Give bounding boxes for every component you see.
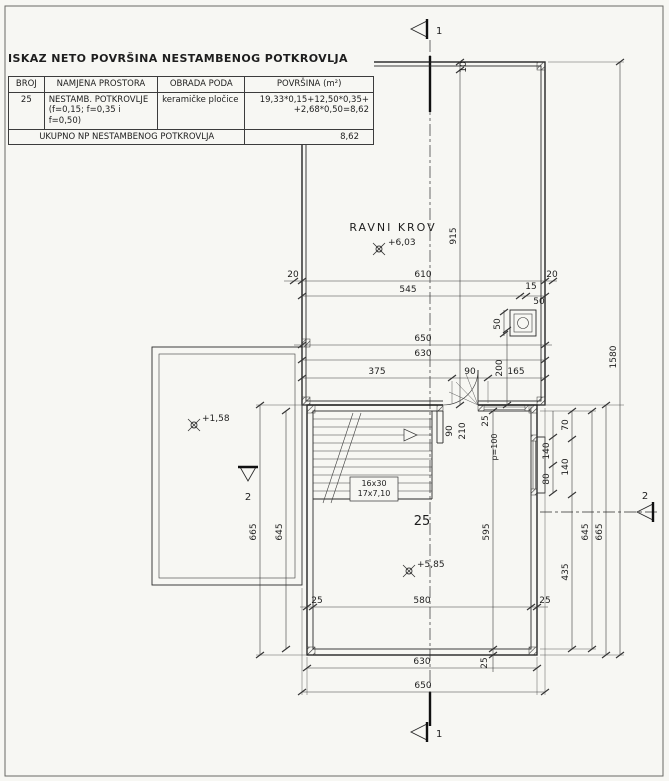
total-value: 8,62: [244, 128, 374, 146]
dim-10: 10: [459, 61, 469, 73]
terrace-outline: [151, 346, 303, 586]
dim-row-650-bottom: 650: [297, 408, 550, 696]
dim-70: 70: [561, 419, 571, 431]
dim-chimney-50: 50: [493, 308, 509, 338]
benchmark-icon: [402, 564, 416, 578]
total-label: UKUPNO NP NESTAMBENOG POTKROVLJA: [7, 128, 246, 146]
dim-595: 595 25: [480, 407, 498, 672]
dim-435: 435: [561, 563, 571, 580]
table-title: ISKAZ NETO POVRŠINA NESTAMBENOG POTKROVL…: [8, 52, 348, 65]
room-walls: [306, 398, 546, 656]
cell-namjena: NESTAMB. POTKROVLJE (f=0,15; f=0,35 i f=…: [43, 91, 159, 130]
roof-name-label: RAVNI KROV: [349, 221, 436, 234]
cell-obrada: keramičke pločice: [157, 91, 246, 130]
namjena-line-1: NESTAMB. POTKROVLJE: [48, 94, 149, 105]
dim-50: 50: [533, 297, 545, 307]
dim-25-wall-bottom: 25: [480, 657, 490, 668]
level-markers: +6,03 +1,58 +5,85: [187, 238, 445, 578]
staircase: 16x30 17x7,10: [313, 411, 433, 504]
parapet-label: p=100: [490, 433, 499, 460]
dim-650-bottom: 650: [414, 681, 431, 691]
area-table-block: ISKAZ NETO POVRŠINA NESTAMBENOG POTKROVL…: [7, 52, 374, 146]
room-number-label: 25: [414, 514, 431, 529]
dim-210-door: 210: [458, 422, 468, 439]
stair-direction-arrow-icon: [403, 428, 418, 442]
dim-645-left: 645: [275, 523, 285, 540]
door-swing: [442, 369, 479, 406]
namjena-line-2: (f=0,15; f=0,35 i f=0,50): [48, 105, 121, 126]
dim-left-665-645: 665 645: [249, 401, 307, 659]
dim-545: 545: [399, 285, 416, 295]
cell-povrsina: 19,33*0,15+12,50*0,35+ +2,68*0,50=8,62: [244, 91, 374, 130]
dim-row-630-bottom: 630: [302, 657, 542, 695]
dim-row-375-90-165: 375 90 165: [297, 367, 550, 403]
dim-200: 200: [495, 326, 512, 409]
chimney: [509, 309, 537, 337]
dim-610: 610: [414, 270, 431, 280]
dim-row-610: 20 610 20: [284, 270, 558, 285]
dim-630-bottom: 630: [413, 657, 430, 667]
dim-right-chains: 140 80 70 140 435 645 665 1580: [540, 58, 625, 659]
table-row: 25 NESTAMB. POTKROVLJE (f=0,15; f=0,35 i…: [8, 91, 374, 130]
dim-20-left: 20: [287, 270, 299, 280]
benchmark-icon: [187, 418, 201, 432]
dim-row-25-580-25: 25 580 25: [300, 596, 551, 611]
dim-630: 630: [414, 349, 431, 359]
dim-10-915: 10 915: [449, 58, 469, 409]
section-marker-1-bottom: 1: [409, 722, 442, 742]
table-header-row: BROJ NAMJENA PROSTORA OBRADA PODA POVRŠI…: [8, 76, 374, 93]
dim-580: 580: [413, 596, 430, 606]
dim-20-right: 20: [546, 270, 558, 280]
col-header-obrada: OBRADA PODA: [157, 76, 246, 93]
dim-645-right: 645: [581, 523, 591, 540]
dim-90-door: 90: [445, 425, 455, 437]
dim-665-left: 665: [249, 523, 259, 540]
cell-broj: 25: [8, 91, 45, 130]
section-1-label: 1: [436, 729, 442, 740]
dim-375: 375: [368, 367, 385, 377]
col-header-povrsina: POVRŠINA (m²): [244, 76, 374, 93]
povrsina-line-1: 19,33*0,15+12,50*0,35+: [259, 94, 369, 105]
section-1-label: 1: [436, 26, 442, 37]
dim-1580: 1580: [609, 345, 619, 368]
area-table: BROJ NAMJENA PROSTORA OBRADA PODA POVRŠI…: [7, 76, 374, 146]
dim-90: 90: [464, 367, 476, 377]
terrace-level-label: +1,58: [202, 414, 230, 424]
table-total-row: UKUPNO NP NESTAMBENOG POTKROVLJA 8,62: [7, 128, 374, 146]
dim-650: 650: [414, 334, 431, 344]
dim-80: 80: [542, 473, 552, 485]
section-2-label: 2: [245, 492, 251, 503]
roof-level-label: +6,03: [388, 238, 416, 248]
benchmark-icon: [372, 242, 386, 256]
stair-riser-label: 17x7,10: [358, 489, 391, 498]
room-level-label: +5,85: [417, 560, 445, 570]
section-marker-1-top: 1: [409, 19, 442, 39]
dim-row-630: 630: [297, 349, 550, 364]
povrsina-line-2: +2,68*0,50=8,62: [293, 105, 369, 116]
dim-25-wall: 25: [481, 415, 491, 426]
col-header-broj: BROJ: [8, 76, 45, 93]
dim-915: 915: [449, 227, 459, 244]
dim-140-b: 140: [561, 458, 571, 475]
stair-format-label: 16x30: [361, 479, 386, 488]
sheet-frame: [4, 5, 664, 777]
dim-25-bottom-left: 25: [311, 596, 322, 606]
dim-50-chimney: 50: [493, 318, 503, 330]
dim-200: 200: [495, 359, 505, 376]
section-2-label: 2: [642, 491, 648, 502]
section-marker-2-right: 2: [635, 491, 655, 522]
section-marker-2-left: 2: [238, 465, 258, 503]
dim-15: 15: [525, 282, 536, 292]
col-header-namjena: NAMJENA PROSTORA: [43, 76, 159, 93]
door-size-annotation: 90 210 25 p=100: [445, 415, 499, 460]
dim-row-545: 545 15 50: [297, 282, 550, 307]
dim-595-label: 595: [482, 523, 492, 540]
dim-665-right: 665: [595, 523, 605, 540]
dim-row-650: 650: [294, 334, 552, 349]
dim-140-a: 140: [542, 442, 552, 459]
dim-165: 165: [507, 367, 524, 377]
